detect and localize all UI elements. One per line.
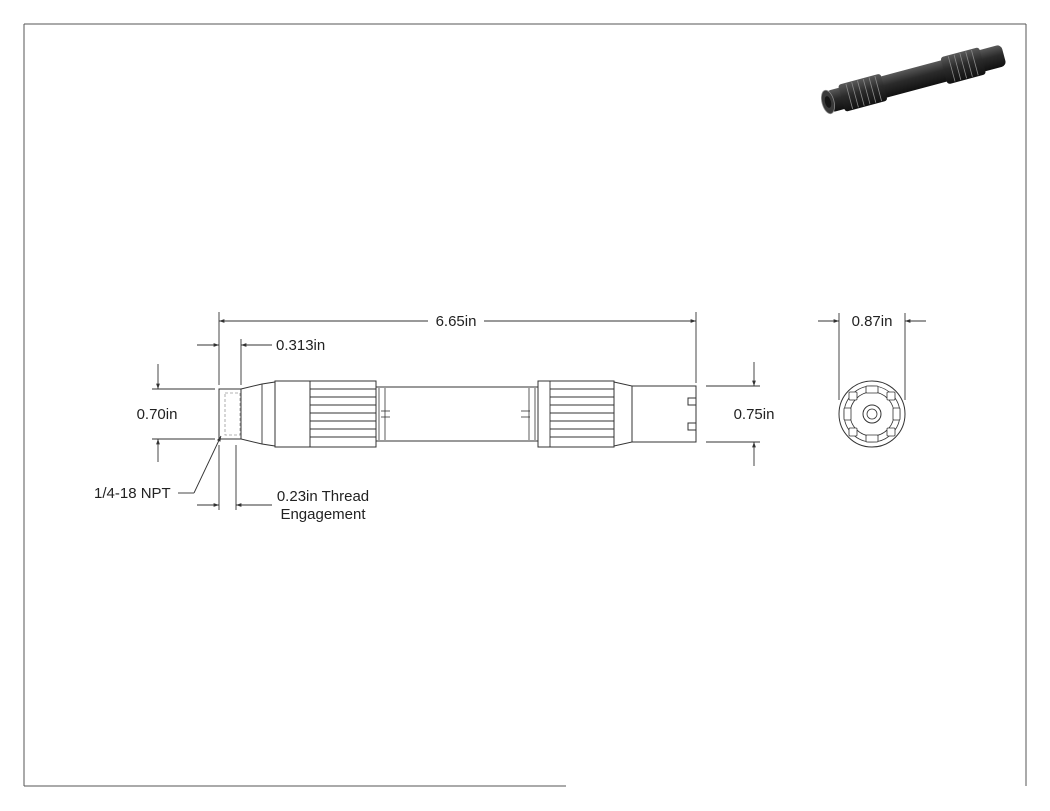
isometric-view <box>821 45 1006 115</box>
end-diameter-label: 0.87in <box>852 313 893 330</box>
overall-length-label: 6.65in <box>436 313 477 330</box>
dimension-thread-engagement: 0.23in Thread Engagement <box>197 445 369 523</box>
right-diameter-label: 0.75in <box>734 406 775 423</box>
thread-engagement-line1: 0.23in Thread <box>277 488 369 505</box>
dimension-end-diameter: 0.87in <box>818 313 926 400</box>
thread-callout-label: 1/4-18 NPT <box>94 485 171 502</box>
dimension-right-diameter: 0.75in <box>706 362 774 466</box>
shaft-end-view <box>838 380 906 448</box>
thread-engagement-line2: Engagement <box>280 506 366 523</box>
dimension-left-diameter: 0.70in <box>137 364 215 462</box>
dimension-npt-offset: 0.313in <box>197 337 325 385</box>
npt-offset-label: 0.313in <box>276 337 325 354</box>
sheet-border <box>23 23 1027 787</box>
shaft-side-view <box>218 380 697 448</box>
left-diameter-label: 0.70in <box>137 406 178 423</box>
thread-callout: 1/4-18 NPT <box>94 435 222 502</box>
dimension-overall-length: 6.65in <box>218 312 697 385</box>
